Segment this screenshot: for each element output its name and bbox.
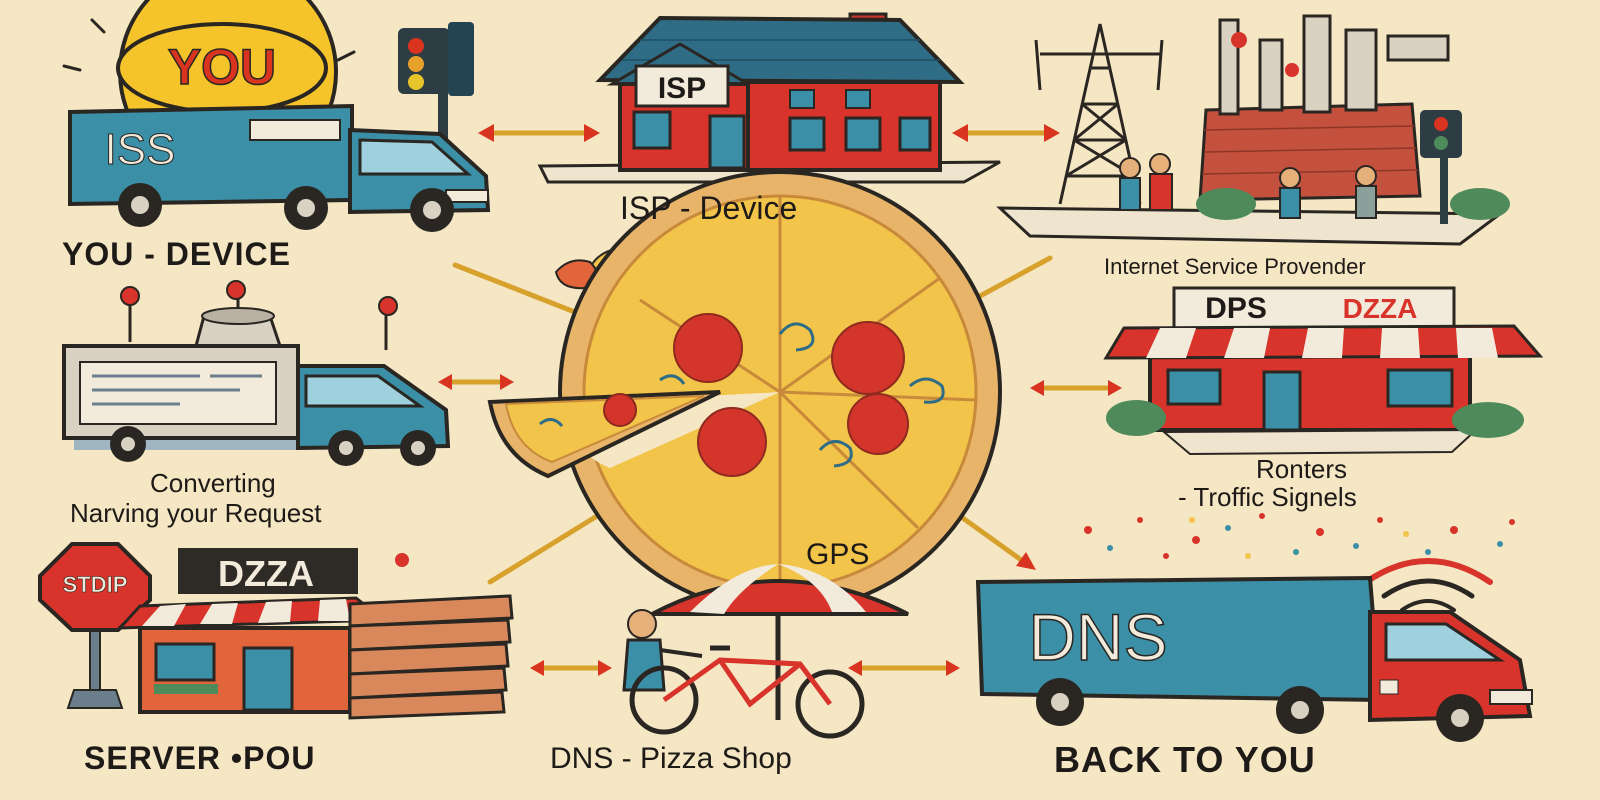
dps-sign-right: DZZA: [1343, 293, 1418, 324]
dns-truck: DNS: [975, 575, 1533, 742]
caption-converting-line2: Narving your Request: [70, 498, 322, 528]
stop-sign-text: STDIP: [63, 572, 128, 597]
screen-lines: [92, 374, 262, 406]
caption-routers-line2: - Troffic Signels: [1178, 482, 1357, 512]
caption-routers-line1: Ronters: [1256, 454, 1348, 484]
signal-confetti: [1084, 513, 1515, 559]
pepperoni: [603, 313, 909, 477]
dns-truck-sign: DNS: [1028, 600, 1167, 674]
pizza-box-stack: [348, 594, 514, 720]
pizza-shop-awning-stripes: [142, 599, 350, 626]
connector-arrows: [438, 124, 1122, 676]
traffic-light-right: [1420, 110, 1462, 224]
people-group: [1119, 153, 1377, 219]
stop-sign: STDIP: [38, 542, 152, 709]
caption-isp-provider: Internet Service Provender: [1104, 254, 1366, 279]
arrow-pizza-routers: [1030, 380, 1122, 396]
pizza-shop: DZZA: [116, 548, 514, 720]
caption-you-device: YOU - DEVICE: [62, 236, 291, 272]
truck-iss-sign: ISS: [105, 125, 176, 174]
toppings-swirls: [539, 322, 945, 468]
caption-isp-device: ISP - Device: [620, 190, 798, 226]
sun-you: YOU: [62, 0, 356, 114]
converting-truck: [62, 280, 451, 466]
arrow-you-isp: [478, 124, 600, 142]
arrow-dns-back: [848, 660, 960, 676]
caption-server-you: SERVER •POU: [84, 740, 316, 776]
dps-sign-left: DPS: [1205, 292, 1267, 325]
caption-dns-pizza-shop: DNS - Pizza Shop: [550, 742, 792, 775]
arrow-isp-provider: [952, 124, 1060, 142]
wifi-icon: [1363, 558, 1493, 612]
pizza-shop-sign: DZZA: [218, 553, 314, 594]
isp-house: ISP: [537, 12, 1001, 184]
transmission-tower: [1034, 23, 1164, 205]
caption-converting-line1: Converting: [150, 468, 276, 498]
caption-back-to-you: BACK TO YOU: [1054, 739, 1316, 780]
delivery-truck-iss: ISS: [68, 103, 491, 232]
isp-sign: ISP: [658, 72, 706, 105]
arrow-diagonal-bottom-left: [487, 505, 613, 585]
arrow-server-dns: [530, 660, 612, 676]
arrow-converting-pizza: [438, 374, 514, 390]
arrow-diagonal-top-left: [452, 262, 593, 321]
awning-stripes: [1146, 328, 1498, 358]
delivery-bike-stand: [622, 564, 909, 739]
you-sign: YOU: [168, 39, 276, 95]
caption-gps: GPS: [806, 538, 870, 571]
pipes: [1218, 14, 1450, 116]
routers-shop: DPS DZZA: [1103, 286, 1544, 456]
provider-tower-scene: [996, 14, 1510, 246]
pizza: [487, 170, 1002, 614]
traffic-light-top: [398, 22, 474, 166]
